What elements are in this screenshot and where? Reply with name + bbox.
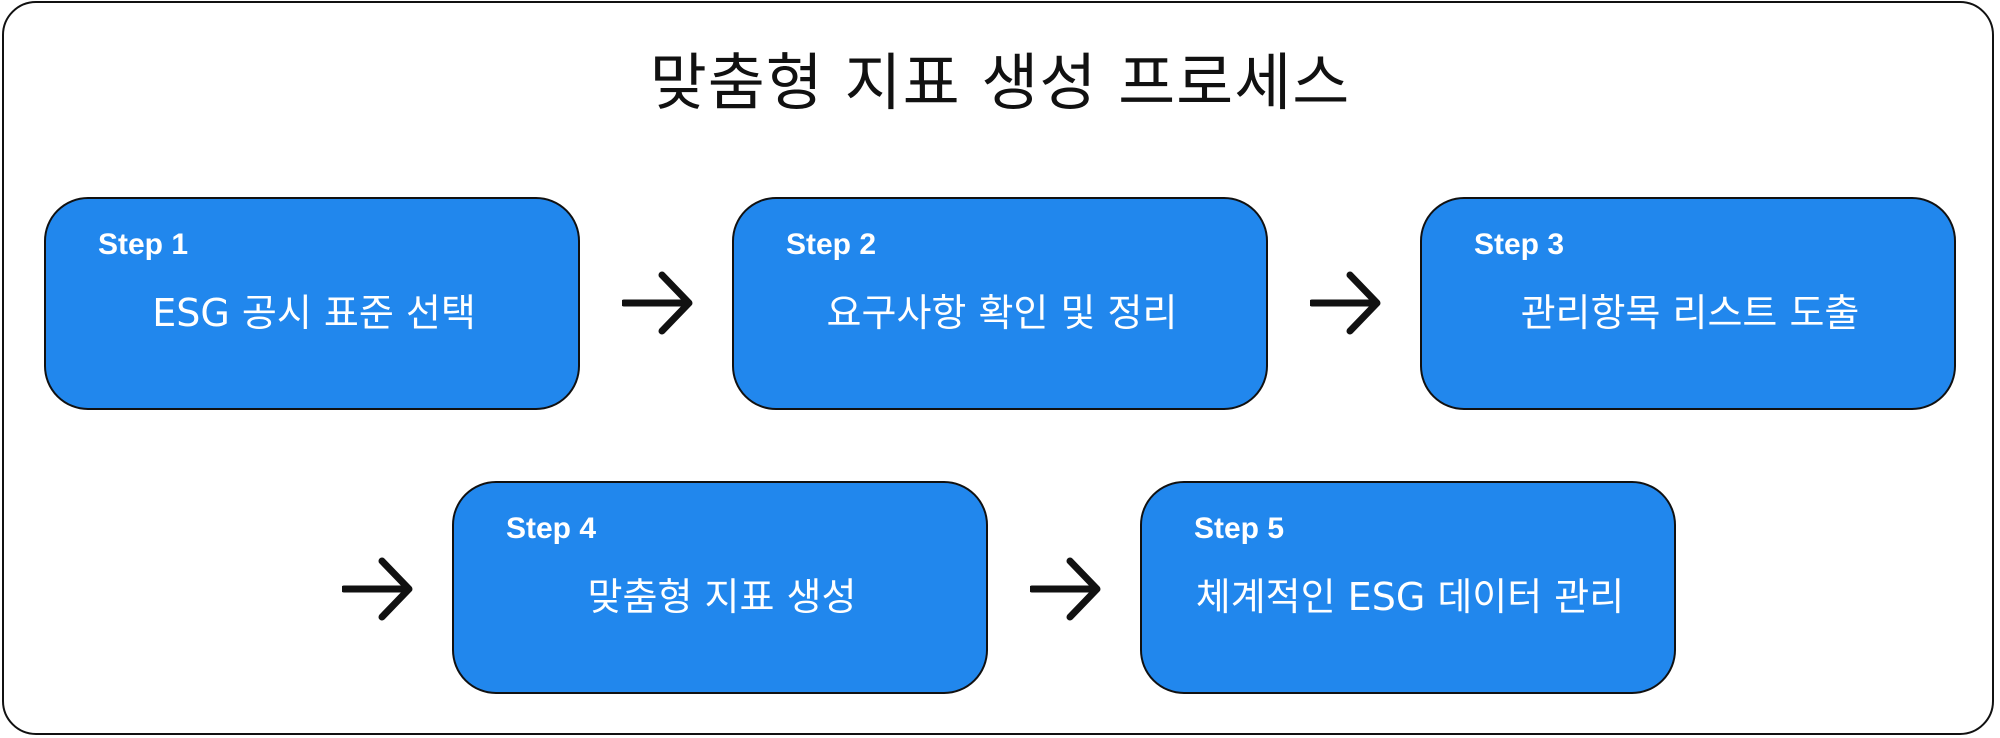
step-4-box: Step 4 맞춤형 지표 생성: [452, 481, 988, 694]
step-1-label: Step 1: [98, 228, 189, 261]
step-4-label: Step 4: [506, 512, 597, 545]
step-2-label: Step 2: [786, 228, 877, 261]
step-1-box: Step 1 ESG 공시 표준 선택: [44, 197, 580, 410]
right-arrow-icon: [1030, 557, 1101, 621]
right-arrow-icon: [1310, 271, 1381, 335]
step-2-text: 요구사항 확인 및 정리: [826, 291, 1178, 335]
step-1-text: ESG 공시 표준 선택: [152, 291, 476, 335]
step-3-text: 관리항목 리스트 도출: [1520, 291, 1860, 335]
step-3-box: Step 3 관리항목 리스트 도출: [1420, 197, 1956, 410]
diagram-title: 맞춤형 지표 생성 프로세스: [649, 46, 1351, 119]
step-4-text: 맞춤형 지표 생성: [587, 575, 857, 619]
step-5-box: Step 5 체계적인 ESG 데이터 관리: [1140, 481, 1676, 694]
step-3-label: Step 3: [1474, 228, 1565, 261]
step-5-text: 체계적인 ESG 데이터 관리: [1195, 575, 1625, 619]
right-arrow-icon: [342, 557, 413, 621]
step-2-box: Step 2 요구사항 확인 및 정리: [732, 197, 1268, 410]
right-arrow-icon: [622, 271, 693, 335]
step-5-label: Step 5: [1194, 512, 1285, 545]
